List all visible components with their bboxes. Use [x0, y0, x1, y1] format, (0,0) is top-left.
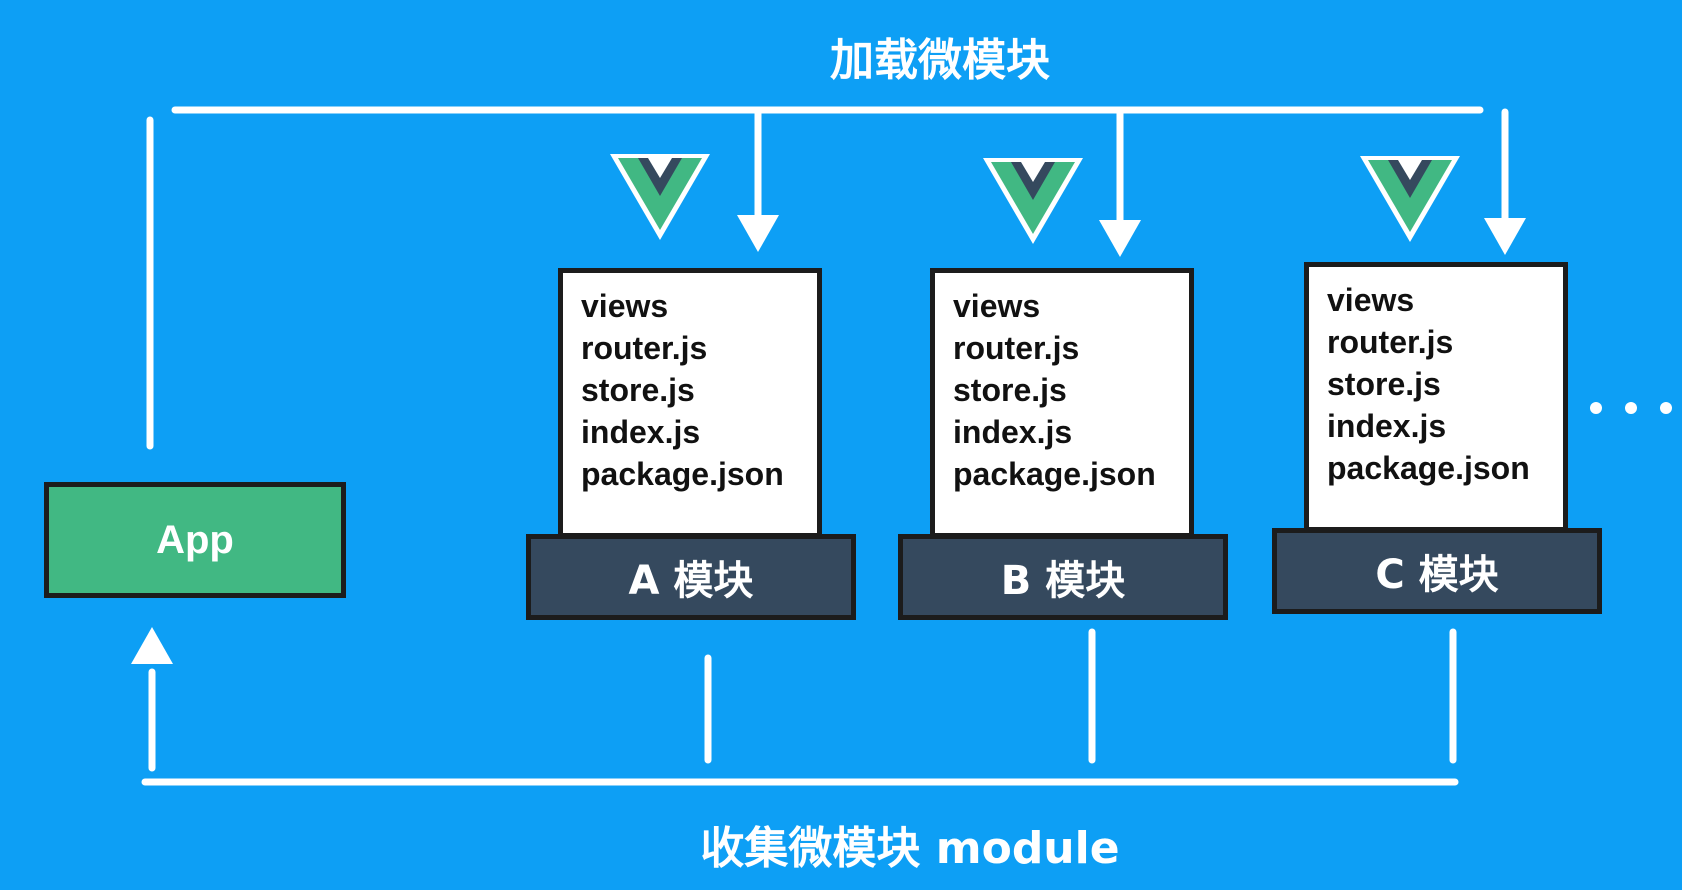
- file-list-card: views router.js store.js index.js packag…: [1304, 262, 1568, 532]
- app-label: App: [156, 517, 234, 562]
- module-label: A 模块: [526, 534, 856, 620]
- file-item: index.js: [953, 414, 1073, 450]
- file-item: router.js: [1327, 324, 1454, 360]
- vue-logo-icon: [610, 154, 710, 240]
- load-modules-title: 加载微模块: [830, 35, 1050, 86]
- file-item: package.json: [953, 456, 1156, 492]
- file-list-card: views router.js store.js index.js packag…: [558, 268, 822, 538]
- module-c: views router.js store.js index.js packag…: [1272, 262, 1602, 618]
- file-item: store.js: [953, 372, 1067, 408]
- file-item: router.js: [953, 330, 1080, 366]
- file-item: views: [581, 288, 669, 324]
- module-label: C 模块: [1272, 528, 1602, 614]
- file-item: views: [1327, 282, 1415, 318]
- file-item: index.js: [581, 414, 701, 450]
- file-item: package.json: [1327, 450, 1530, 486]
- module-b: views router.js store.js index.js packag…: [898, 268, 1228, 624]
- ellipsis-icon: [1590, 402, 1672, 414]
- app-box: App: [44, 482, 346, 598]
- file-item: package.json: [581, 456, 784, 492]
- arrowhead-module-c: [1484, 218, 1526, 255]
- collect-modules-title: 收集微模块 module: [700, 823, 1120, 874]
- file-item: store.js: [1327, 366, 1441, 402]
- arrowhead-module-b: [1099, 220, 1141, 257]
- file-item: router.js: [581, 330, 708, 366]
- vue-logo-icon: [1360, 156, 1460, 242]
- arrowhead-app: [131, 627, 173, 664]
- file-item: store.js: [581, 372, 695, 408]
- arrowhead-module-a: [737, 215, 779, 252]
- vue-logo-icon: [983, 158, 1083, 244]
- file-item: views: [953, 288, 1041, 324]
- file-item: index.js: [1327, 408, 1447, 444]
- module-label: B 模块: [898, 534, 1228, 620]
- module-a: views router.js store.js index.js packag…: [526, 268, 856, 624]
- file-list-card: views router.js store.js index.js packag…: [930, 268, 1194, 538]
